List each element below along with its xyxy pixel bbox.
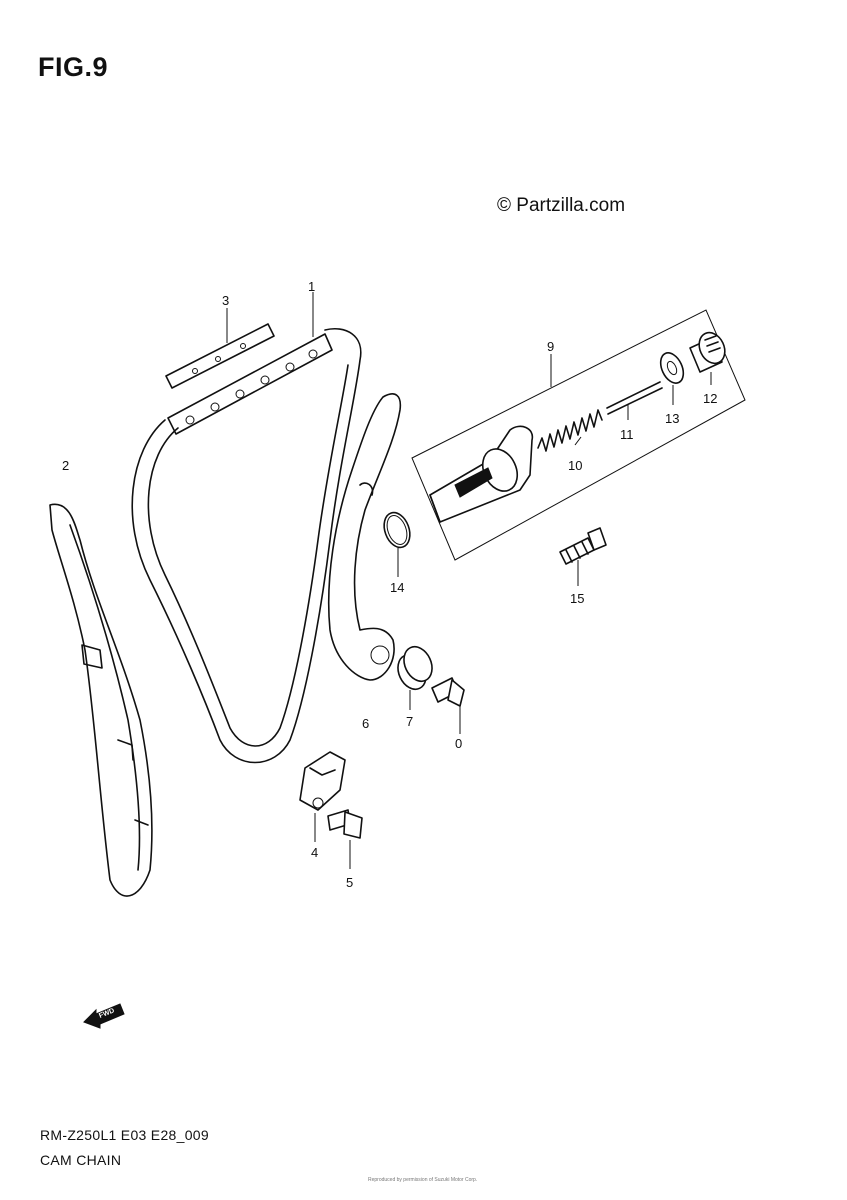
part-cap-bolt[interactable] [689, 328, 730, 373]
part-bolt-15[interactable] [559, 527, 607, 565]
callout-10: 10 [568, 458, 582, 473]
callout-5: 5 [346, 875, 353, 890]
footer-note: Reproduced by permission of Suzuki Motor… [368, 1177, 478, 1183]
section-title: CAM CHAIN [40, 1152, 122, 1168]
part-rod[interactable] [606, 381, 663, 415]
callout-1: 1 [308, 279, 315, 294]
callout-3: 3 [222, 293, 229, 308]
fwd-arrow-icon: FWD [83, 1003, 125, 1029]
part-bushing[interactable] [393, 642, 438, 694]
callout-12: 12 [703, 391, 717, 406]
part-retainer-bracket[interactable] [299, 751, 346, 811]
callout-8: 0 [455, 736, 462, 751]
part-chain-guide-plate[interactable] [165, 323, 275, 389]
callout-11: 11 [620, 427, 634, 442]
part-pivot-bolt[interactable] [431, 677, 465, 707]
part-tensioner-arm[interactable] [327, 393, 402, 681]
callout-6: 6 [362, 716, 369, 731]
callout-2: 2 [62, 458, 69, 473]
part-chain-guide[interactable] [49, 503, 153, 897]
chain-links-top [167, 333, 333, 435]
callout-4: 4 [311, 845, 318, 860]
callout-7: 7 [406, 714, 413, 729]
figure-title: FIG.9 [38, 52, 109, 82]
callout-13: 13 [665, 411, 679, 426]
tensioner-assembly-box [411, 309, 746, 561]
part-bracket-bolt[interactable] [327, 809, 363, 839]
part-spring[interactable] [537, 409, 603, 452]
callout-labels: 1 2 3 4 5 6 7 0 9 10 11 12 13 14 15 [62, 279, 717, 890]
part-o-ring[interactable] [380, 509, 415, 551]
callout-15: 15 [570, 591, 584, 606]
watermark: © Partzilla.com [497, 195, 626, 216]
part-washer[interactable] [656, 349, 688, 386]
callout-14: 14 [390, 580, 404, 595]
leader-lines [226, 292, 712, 869]
callout-9: 9 [547, 339, 554, 354]
part-cam-chain[interactable] [131, 328, 362, 764]
part-tensioner-body[interactable] [429, 425, 534, 523]
model-code: RM-Z250L1 E03 E28_009 [40, 1127, 209, 1143]
